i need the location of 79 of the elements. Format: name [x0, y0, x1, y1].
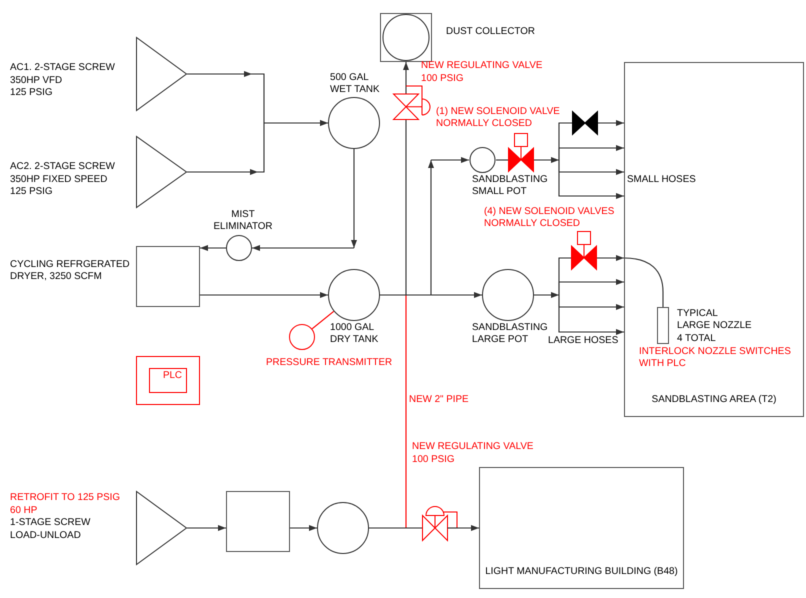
compressor-label: 350HP FIXED SPEED [10, 174, 108, 184]
eliminator-circle [226, 235, 252, 261]
solenoid-valve-icon [508, 133, 534, 172]
compressor-note: RETROFIT TO 125 PSIG [10, 492, 120, 503]
pipe-arrow [200, 245, 226, 251]
tank-circle [328, 269, 380, 321]
pot-circle [482, 269, 534, 321]
pipe-arrow [597, 255, 624, 261]
pipe-arrow [431, 157, 469, 163]
equipment-label: MIST ELIMINATOR [214, 209, 272, 232]
regulating-valve-icon [393, 84, 431, 120]
pipe-arrow [258, 120, 328, 173]
pipe-arrow [290, 525, 317, 531]
valve-note: NEW REGULATING VALVE [412, 441, 534, 452]
pipe-line [369, 527, 422, 529]
transmitter-label: PRESSURE TRANSMITTER [266, 357, 392, 368]
pipe-arrow [200, 292, 328, 298]
pipe-arrow [187, 169, 258, 175]
compressor-note: 60 HP [10, 504, 38, 516]
pipe-arrow [558, 279, 624, 295]
compressor-label: AC1. 2-STAGE SCREW [10, 62, 115, 73]
valve-note: NEW REGULATING VALVE [421, 60, 542, 71]
hose-line [624, 257, 664, 307]
pipe-arrow [458, 525, 479, 531]
compressor-triangle [136, 491, 187, 565]
regulating-valve-icon [422, 505, 458, 541]
pipe-arrow [598, 120, 624, 126]
hose-label: SMALL HOSES [627, 174, 696, 185]
pipe-arrow [403, 62, 409, 84]
pipe-arrow [534, 292, 559, 298]
compressor-label: LOAD-UNLOAD [10, 530, 81, 540]
plc-label: PLC [162, 370, 182, 382]
nozzle-box [657, 307, 669, 344]
hose-label: LARGE HOSES [548, 335, 618, 346]
pot-label: SANDBLASTING SMALL POT [472, 174, 548, 198]
compressor-label: 350HP VFD [10, 74, 62, 86]
pipe-arrow [534, 157, 559, 163]
valve-note: (4) NEW SOLENOID VALVES NORMALLY CLOSED [484, 206, 614, 230]
area-title: SANDBLASTING AREA (T2) [652, 394, 776, 406]
solenoid-valve-icon [571, 231, 597, 270]
pipe-arrow [558, 160, 624, 199]
pipe-arrow [558, 145, 624, 160]
dust-collector-symbol [380, 13, 432, 62]
pipe-arrow [351, 149, 357, 248]
plc-panel [136, 356, 200, 405]
pipe-arrow [252, 245, 354, 251]
tank-circle [317, 502, 369, 554]
dryer-label: CYCLING REFRGERATED DRYER, 3250 SCFM [10, 259, 130, 282]
pipe-arrow [558, 295, 624, 335]
dryer-box [136, 246, 200, 307]
tank-label: 1000 GAL DRY TANK [330, 322, 378, 346]
compressor-label: 125 PSIG [10, 87, 52, 98]
pipe-line [496, 159, 508, 161]
valve-note: 100 PSIG [421, 72, 464, 84]
pipe-arrow [380, 292, 482, 298]
note-text: INTERLOCK NOZZLE SWITCHES WITH PLC [639, 346, 791, 370]
area-box [624, 62, 804, 417]
valve-icon [572, 111, 598, 135]
pot-label: SANDBLASTING LARGE POT [472, 322, 548, 346]
pipe-arrow [187, 525, 226, 531]
valve-note: (1) NEW SOLENOID VALVE NORMALLY CLOSED [436, 106, 560, 130]
pipe-label: NEW 2" PIPE [409, 394, 469, 405]
compressor-label: 1-STAGE SCREW [10, 517, 90, 528]
valve-note: 100 PSIG [412, 454, 454, 464]
signal-line [312, 310, 334, 330]
building-title: LIGHT MANUFACTURING BUILDING (B48) [485, 566, 678, 578]
compressor-triangle [136, 136, 187, 208]
equipment-label: DUST COLLECTOR [446, 26, 535, 37]
plc-box [149, 368, 187, 393]
building-box [479, 467, 684, 589]
pot-circle [469, 147, 496, 173]
tank-label: 500 GAL WET TANK [330, 72, 380, 96]
compressor-label: AC2. 2-STAGE SCREW [10, 161, 115, 172]
compressor-label: 125 PSIG [10, 186, 52, 197]
transmitter-circle [289, 324, 315, 350]
compressor-triangle [136, 37, 187, 111]
nozzle-label: TYPICAL LARGE NOZZLE 4 TOTAL [677, 308, 752, 344]
equipment-box [226, 491, 290, 552]
tank-circle [328, 97, 380, 149]
